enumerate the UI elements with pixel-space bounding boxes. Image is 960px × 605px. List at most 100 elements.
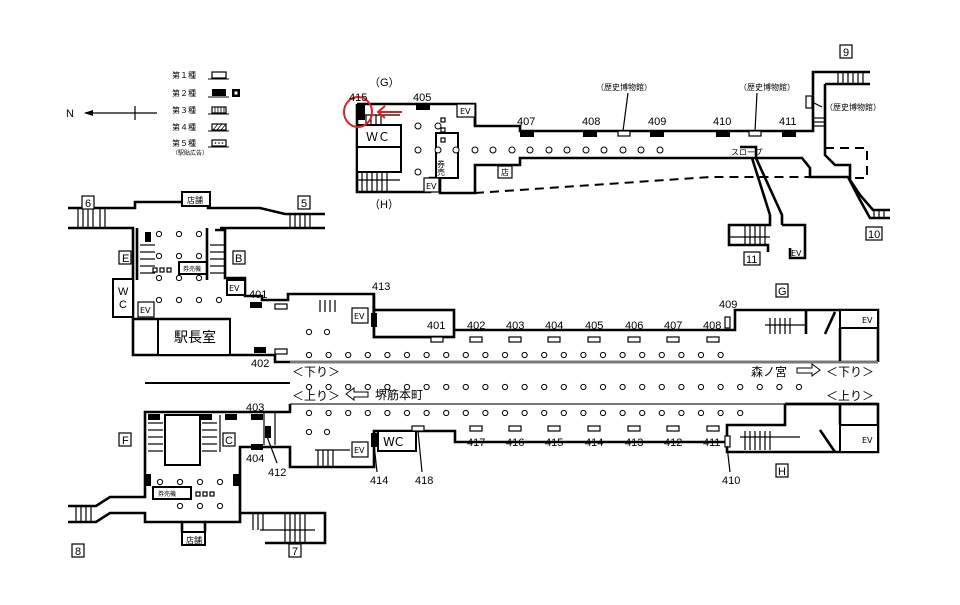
pillar — [658, 383, 665, 391]
concourse-north — [68, 191, 880, 364]
pillar — [501, 351, 509, 359]
pillar — [599, 409, 607, 417]
ad-upper-405: 405 — [413, 92, 431, 104]
wc-south-label: WC — [383, 435, 403, 449]
ad-upper-411: 411 — [779, 116, 797, 128]
ad-upper-407: 407 — [517, 116, 535, 128]
ad-south-411: 411 — [703, 437, 721, 449]
pillar — [364, 409, 371, 417]
exit-5[interactable]: 5 — [301, 198, 307, 210]
pillar — [482, 383, 489, 391]
pillar — [403, 383, 411, 391]
legend-type3-label: 第３種 — [172, 105, 196, 115]
pillar — [697, 383, 705, 391]
pillar — [423, 351, 430, 359]
ad-south-413: 413 — [625, 437, 643, 449]
pillar — [560, 351, 567, 359]
pillar — [580, 383, 587, 391]
pillar — [364, 383, 371, 391]
wc-upper-label: ＷＣ — [366, 130, 390, 144]
pillar — [697, 351, 705, 359]
pillar — [541, 351, 548, 359]
pillar — [305, 409, 313, 417]
ad-upper-415: 415 — [349, 92, 367, 104]
pillar — [403, 409, 411, 417]
legend-type5-note: （駅貼広告） — [172, 149, 208, 157]
pillar — [384, 383, 391, 391]
pillar — [462, 351, 469, 359]
highlight-circle — [343, 96, 373, 128]
exit-10[interactable]: 10 — [868, 229, 880, 241]
pillar — [345, 383, 352, 391]
ad-upper-409: 409 — [648, 116, 666, 128]
ad-south-415: 415 — [545, 437, 563, 449]
ev-upper-1: EV — [460, 107, 471, 116]
ad-north-403: 403 — [506, 320, 524, 332]
pillar — [521, 409, 528, 417]
pillar — [737, 409, 744, 417]
ev-cn-2: EV — [229, 284, 240, 293]
pillar — [756, 383, 763, 391]
exit-7[interactable]: 7 — [292, 546, 298, 558]
labels: 6 5 8 7 E B F C G H 店舗 店舗 券売機 券売機 W C 駅長… — [71, 195, 874, 558]
arrow-right-icon — [796, 363, 821, 377]
ticket-machine-north: 券売機 — [183, 265, 201, 273]
exit-11[interactable]: 11 — [746, 254, 757, 266]
pillar — [717, 383, 724, 391]
ad-north-405: 405 — [585, 320, 603, 332]
ad-south-412: 412 — [664, 437, 682, 449]
shop-south-label: 店舗 — [186, 535, 202, 545]
pillar — [501, 409, 509, 417]
type4-hatched-icon — [208, 123, 229, 132]
pillar — [580, 351, 587, 359]
down-label-left: ＜下り＞ — [292, 365, 340, 379]
pillar — [521, 351, 528, 359]
up-destination: 堺筋本町 — [375, 387, 423, 402]
type1-outline-icon — [208, 71, 229, 80]
gate-h: H — [778, 466, 786, 478]
exit-h-upper-label: （H） — [369, 198, 399, 211]
pillar — [541, 383, 548, 391]
ad-414-cs: 414 — [370, 475, 388, 487]
pillar — [697, 409, 705, 417]
museum-label-1: （歴史博物館） — [596, 82, 652, 92]
exit-6[interactable]: 6 — [85, 198, 91, 210]
pillars-concourse-north — [155, 230, 331, 336]
gate-g: G — [778, 286, 787, 298]
ev-upper-2: EV — [426, 182, 437, 191]
platform — [145, 351, 878, 417]
legend-type4-label: 第４種 — [172, 122, 196, 132]
slope-label: スロープ — [731, 148, 763, 157]
ad-north-404: 404 — [545, 320, 563, 332]
north-label: N — [66, 108, 74, 120]
ad-north-408: 408 — [703, 320, 721, 332]
pillar — [619, 383, 626, 391]
type3-striped-icon — [208, 106, 229, 115]
ticket-upper-label: 券売 — [437, 159, 446, 177]
up-label-right: ＜上り＞ — [826, 389, 874, 403]
exit-9[interactable]: 9 — [843, 47, 849, 59]
pillar — [560, 383, 567, 391]
ad-south-418: 418 — [415, 475, 433, 487]
pillar — [462, 409, 469, 417]
ev-cn-3: EV — [354, 312, 365, 321]
gate-f: F — [122, 435, 129, 447]
ad-404-cs: 404 — [246, 453, 264, 465]
exit-8[interactable]: 8 — [75, 546, 81, 558]
ticket-machine-south: 券売機 — [158, 490, 176, 498]
ev-g: EV — [862, 316, 873, 325]
pillar — [384, 409, 391, 417]
ad-413-cn: 413 — [372, 281, 390, 293]
ad-401-cn: 401 — [249, 289, 267, 301]
ad-north-402: 402 — [467, 320, 485, 332]
ad-south-414: 414 — [585, 437, 603, 449]
pillar — [560, 409, 567, 417]
pillar — [678, 383, 685, 391]
ev-cs-1: EV — [354, 446, 365, 455]
legend: N 第１種 第２種 第３種 第４種 第５種 （駅貼広告） — [66, 70, 240, 157]
pillar — [403, 351, 411, 359]
north-arrow-icon — [84, 106, 157, 120]
pillar — [737, 383, 744, 391]
ad-south-416: 416 — [506, 437, 524, 449]
pillar — [325, 409, 332, 417]
